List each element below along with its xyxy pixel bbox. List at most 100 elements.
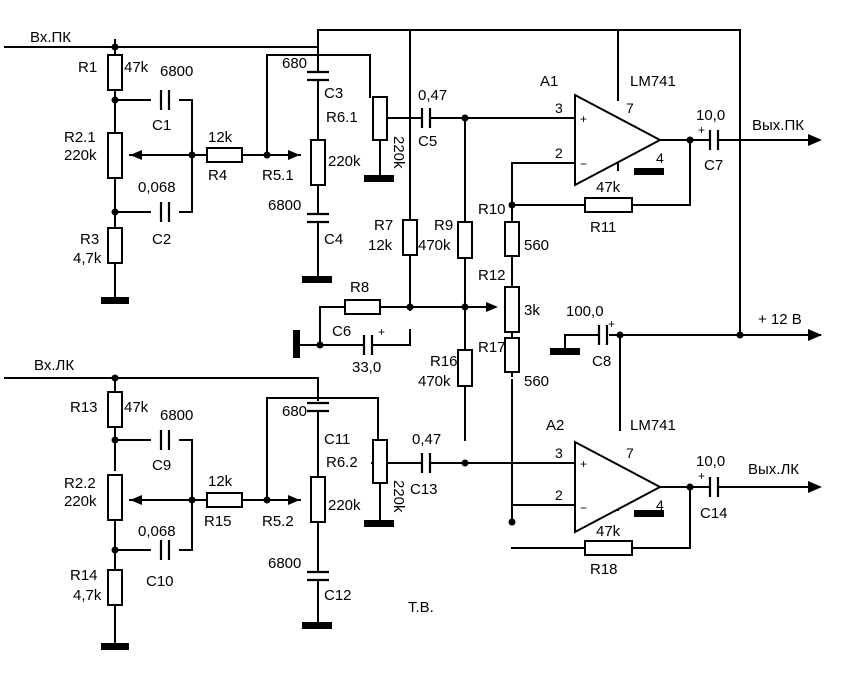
resistor-r6-1 — [372, 96, 388, 141]
resistor-r11 — [584, 197, 633, 213]
resistor-r3 — [107, 227, 123, 264]
resistor-r9 — [457, 221, 473, 259]
opamp-a2-pin2: 2 — [555, 487, 563, 503]
resistor-r7 — [402, 219, 418, 256]
ground-icon — [550, 348, 580, 355]
resistor-r8 — [344, 299, 381, 315]
label-c14: C14 — [700, 505, 728, 522]
resistor-r10 — [504, 221, 520, 257]
opamp-a2 — [574, 440, 663, 534]
value-c14: 10,0 — [696, 453, 725, 470]
value-r17: 560 — [524, 373, 549, 390]
polarity-c7: + — [698, 123, 705, 137]
value-c7: 10,0 — [696, 107, 725, 124]
resistor-r12 — [504, 286, 520, 333]
opamp-a2-part: LM741 — [630, 417, 676, 434]
label-c7: C7 — [704, 157, 723, 174]
opamp-a2-plus: + — [580, 457, 587, 471]
label-r5-1: R5.1 — [262, 167, 294, 184]
value-r13: 47k — [124, 399, 149, 416]
value-r2-2: 220k — [64, 493, 97, 510]
label-c13: C13 — [410, 481, 438, 498]
opamp-a1 — [574, 93, 663, 187]
label-supply: + 12 В — [758, 311, 802, 328]
opamp-a1-pin2: 2 — [555, 145, 563, 161]
junction-dots — [111, 43, 744, 554]
label-r12: R12 — [478, 267, 506, 284]
polarity-c8: + — [608, 317, 615, 331]
value-r4: 12k — [208, 129, 233, 146]
resistor-r18 — [584, 540, 633, 556]
labels: Вх.ПК Вх.ЛК Вых.ПК Вых.ЛК + 12 В A1 LM74… — [30, 29, 804, 604]
value-c9: 6800 — [160, 407, 193, 424]
opamp-a1-plus: + — [580, 112, 587, 126]
opamp-a1-pin4: 4 — [656, 150, 664, 166]
resistor-r6-2 — [372, 439, 388, 484]
label-r17: R17 — [478, 339, 506, 356]
value-r7: 12k — [368, 237, 393, 254]
label-r13: R13 — [70, 399, 98, 416]
value-c5: 0,47 — [418, 87, 447, 104]
opamp-a2-pin7: 7 — [626, 445, 634, 461]
label-c8: C8 — [592, 353, 611, 370]
opamp-a1-pin7: 7 — [626, 100, 634, 116]
resistor-r16 — [457, 349, 473, 387]
label-r11: R11 — [590, 219, 616, 236]
resistor-r1 — [107, 54, 123, 91]
value-r11: 47k — [596, 179, 621, 196]
label-r4: R4 — [208, 167, 227, 184]
value-r5-1: 220k — [328, 153, 361, 170]
label-r3: R3 — [80, 231, 99, 248]
opamp-a1-pin3: 3 — [555, 100, 563, 116]
resistor-r17 — [504, 337, 520, 373]
label-in-right: Вх.ПК — [30, 29, 71, 46]
opamp-a2-pin3: 3 — [555, 445, 563, 461]
author-mark: Т.В. — [408, 599, 434, 616]
value-r6-2: 220k — [390, 480, 407, 513]
value-c4: 6800 — [268, 197, 301, 214]
label-in-left: Вх.ЛК — [34, 357, 74, 374]
resistor-r2-2 — [107, 474, 123, 521]
value-r5-2: 220k — [328, 497, 361, 514]
value-r16: 470k — [418, 373, 451, 390]
resistor-r14 — [107, 569, 123, 606]
label-r9: R9 — [434, 217, 453, 234]
label-r6-1: R6.1 — [326, 109, 358, 126]
label-r16: R16 — [430, 353, 458, 370]
label-r5-2: R5.2 — [262, 513, 294, 530]
label-out-right: Вых.ПК — [752, 117, 804, 134]
value-r18: 47k — [596, 523, 621, 540]
label-c2: C2 — [152, 231, 171, 248]
opamp-a2-name: A2 — [546, 417, 564, 434]
value-c8: 100,0 — [566, 303, 604, 320]
opamp-a1-part: LM741 — [630, 73, 676, 90]
value-r10: 560 — [524, 237, 549, 254]
label-out-left: Вых.ЛК — [748, 461, 799, 478]
label-c11: C11 — [324, 431, 350, 448]
label-c9: C9 — [152, 457, 171, 474]
label-r8: R8 — [350, 279, 369, 296]
value-r2-1: 220k — [64, 147, 97, 164]
opamp-a1-minus: − — [580, 157, 587, 171]
ground-icon — [302, 622, 332, 629]
label-r7: R7 — [374, 217, 393, 234]
ground-icon — [634, 168, 664, 175]
label-c3: C3 — [324, 85, 343, 102]
value-c2: 0,068 — [138, 179, 176, 196]
label-r10: R10 — [478, 201, 506, 218]
opamp-a2-pin4: 4 — [656, 497, 664, 513]
value-c3: 680 — [282, 55, 307, 72]
value-r9: 470k — [418, 237, 451, 254]
resistor-r2-1 — [107, 132, 123, 179]
label-r14: R14 — [70, 567, 98, 584]
label-c10: C10 — [146, 573, 174, 590]
resistor-r13 — [107, 391, 123, 428]
label-r2-2: R2.2 — [64, 475, 96, 492]
value-r15: 12k — [208, 473, 233, 490]
capacitor-plates — [159, 70, 720, 582]
value-r14: 4,7k — [73, 587, 102, 604]
resistor-r5-1 — [310, 139, 326, 186]
value-c6: 33,0 — [352, 359, 381, 376]
value-c10: 0,068 — [138, 523, 176, 540]
